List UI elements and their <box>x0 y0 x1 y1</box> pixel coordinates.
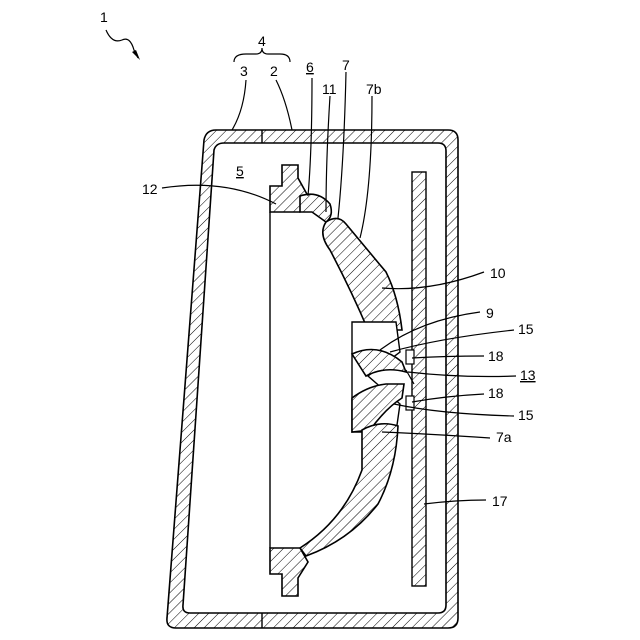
label-6: 6 <box>306 59 314 75</box>
label-4: 4 <box>258 33 266 49</box>
leader-3 <box>232 80 246 130</box>
magnet-upper <box>406 350 414 364</box>
label-17: 17 <box>492 493 508 509</box>
label-5: 5 <box>236 163 244 179</box>
label-18-lower: 18 <box>488 385 504 401</box>
label-18-upper: 18 <box>488 348 504 364</box>
leader-1-arrow <box>132 50 140 60</box>
leader-1 <box>106 30 138 58</box>
label-1: 1 <box>100 9 108 25</box>
leader-7 <box>338 72 346 218</box>
label-7b: 7b <box>366 81 382 97</box>
label-9: 9 <box>486 305 494 321</box>
label-3: 3 <box>240 63 248 79</box>
label-15-upper: 15 <box>518 321 534 337</box>
leader-7b <box>360 96 372 238</box>
label-12: 12 <box>142 181 158 197</box>
diaphragm-lower-arm <box>300 424 398 556</box>
label-10: 10 <box>490 265 506 281</box>
label-7: 7 <box>342 57 350 73</box>
frame-lower-flange <box>270 548 308 596</box>
diaphragm-upper-arm <box>323 218 402 330</box>
label-15-lower: 15 <box>518 407 534 423</box>
leader-12 <box>162 185 276 204</box>
leader-11 <box>326 96 330 212</box>
label-11: 11 <box>322 81 337 97</box>
label-7a: 7a <box>496 429 512 445</box>
label-2: 2 <box>270 63 278 79</box>
label-13: 13 <box>520 367 536 383</box>
leader-10 <box>382 272 484 289</box>
leader-2 <box>276 80 292 130</box>
brace-4 <box>234 48 290 62</box>
board-17 <box>412 172 426 586</box>
